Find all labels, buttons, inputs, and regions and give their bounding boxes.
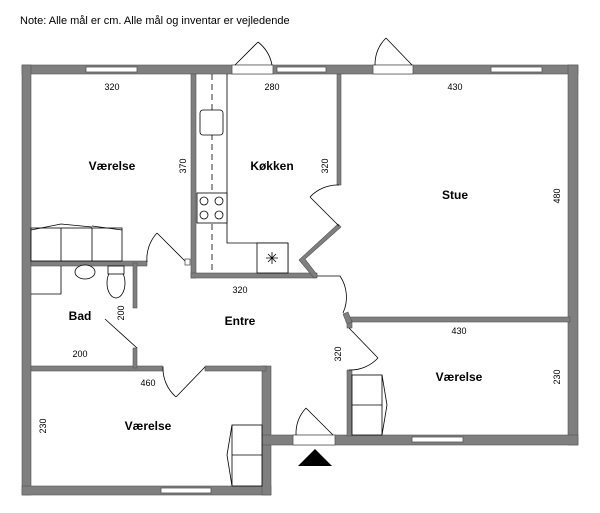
entrance-arrow-icon xyxy=(298,449,332,466)
stove-icon xyxy=(196,192,228,224)
doors xyxy=(105,37,414,446)
fridge-icon xyxy=(256,242,289,274)
room-label-bad: Bad xyxy=(69,309,92,323)
sink-icon xyxy=(199,109,224,136)
washbasin-icon xyxy=(74,264,96,280)
dim-bad-depth: 200 xyxy=(116,305,126,320)
room-label-kokken: Køkken xyxy=(250,159,293,173)
room-label-vaerelse-se: Værelse xyxy=(436,370,483,384)
dim-entre-width: 320 xyxy=(232,285,247,295)
dim-kokken-width: 280 xyxy=(264,82,279,92)
room-label-entre: Entre xyxy=(225,314,256,328)
dim-stue-width: 430 xyxy=(447,82,462,92)
wardrobe-se xyxy=(351,374,388,436)
wardrobe-nw xyxy=(30,223,123,262)
dim-stue-depth: 480 xyxy=(552,188,562,203)
dim-kokken-depth: 320 xyxy=(320,158,330,173)
dim-vaerelse-se-depth: 230 xyxy=(552,369,562,384)
dim-vaerelse-sw-depth: 230 xyxy=(38,418,48,433)
dim-vaerelse-nw-depth: 370 xyxy=(178,158,188,173)
walls xyxy=(21,64,579,496)
room-label-vaerelse-sw: Værelse xyxy=(125,419,172,433)
dim-bad-width: 200 xyxy=(72,349,87,359)
kitchen-counter xyxy=(196,74,289,274)
room-label-stue: Stue xyxy=(442,188,468,202)
windows xyxy=(85,66,543,494)
dim-vaerelse-sw-width: 460 xyxy=(140,378,155,388)
bathroom-fixtures xyxy=(31,264,126,299)
dim-vaerelse-se-width: 430 xyxy=(451,326,466,336)
dim-vaerelse-nw-width: 320 xyxy=(104,82,119,92)
wardrobe-sw xyxy=(226,424,263,487)
dim-entre-depth: 320 xyxy=(333,346,343,361)
plan-note: Note: Alle mål er cm. Alle mål og invent… xyxy=(20,15,290,27)
room-label-vaerelse-nw: Værelse xyxy=(89,159,136,173)
